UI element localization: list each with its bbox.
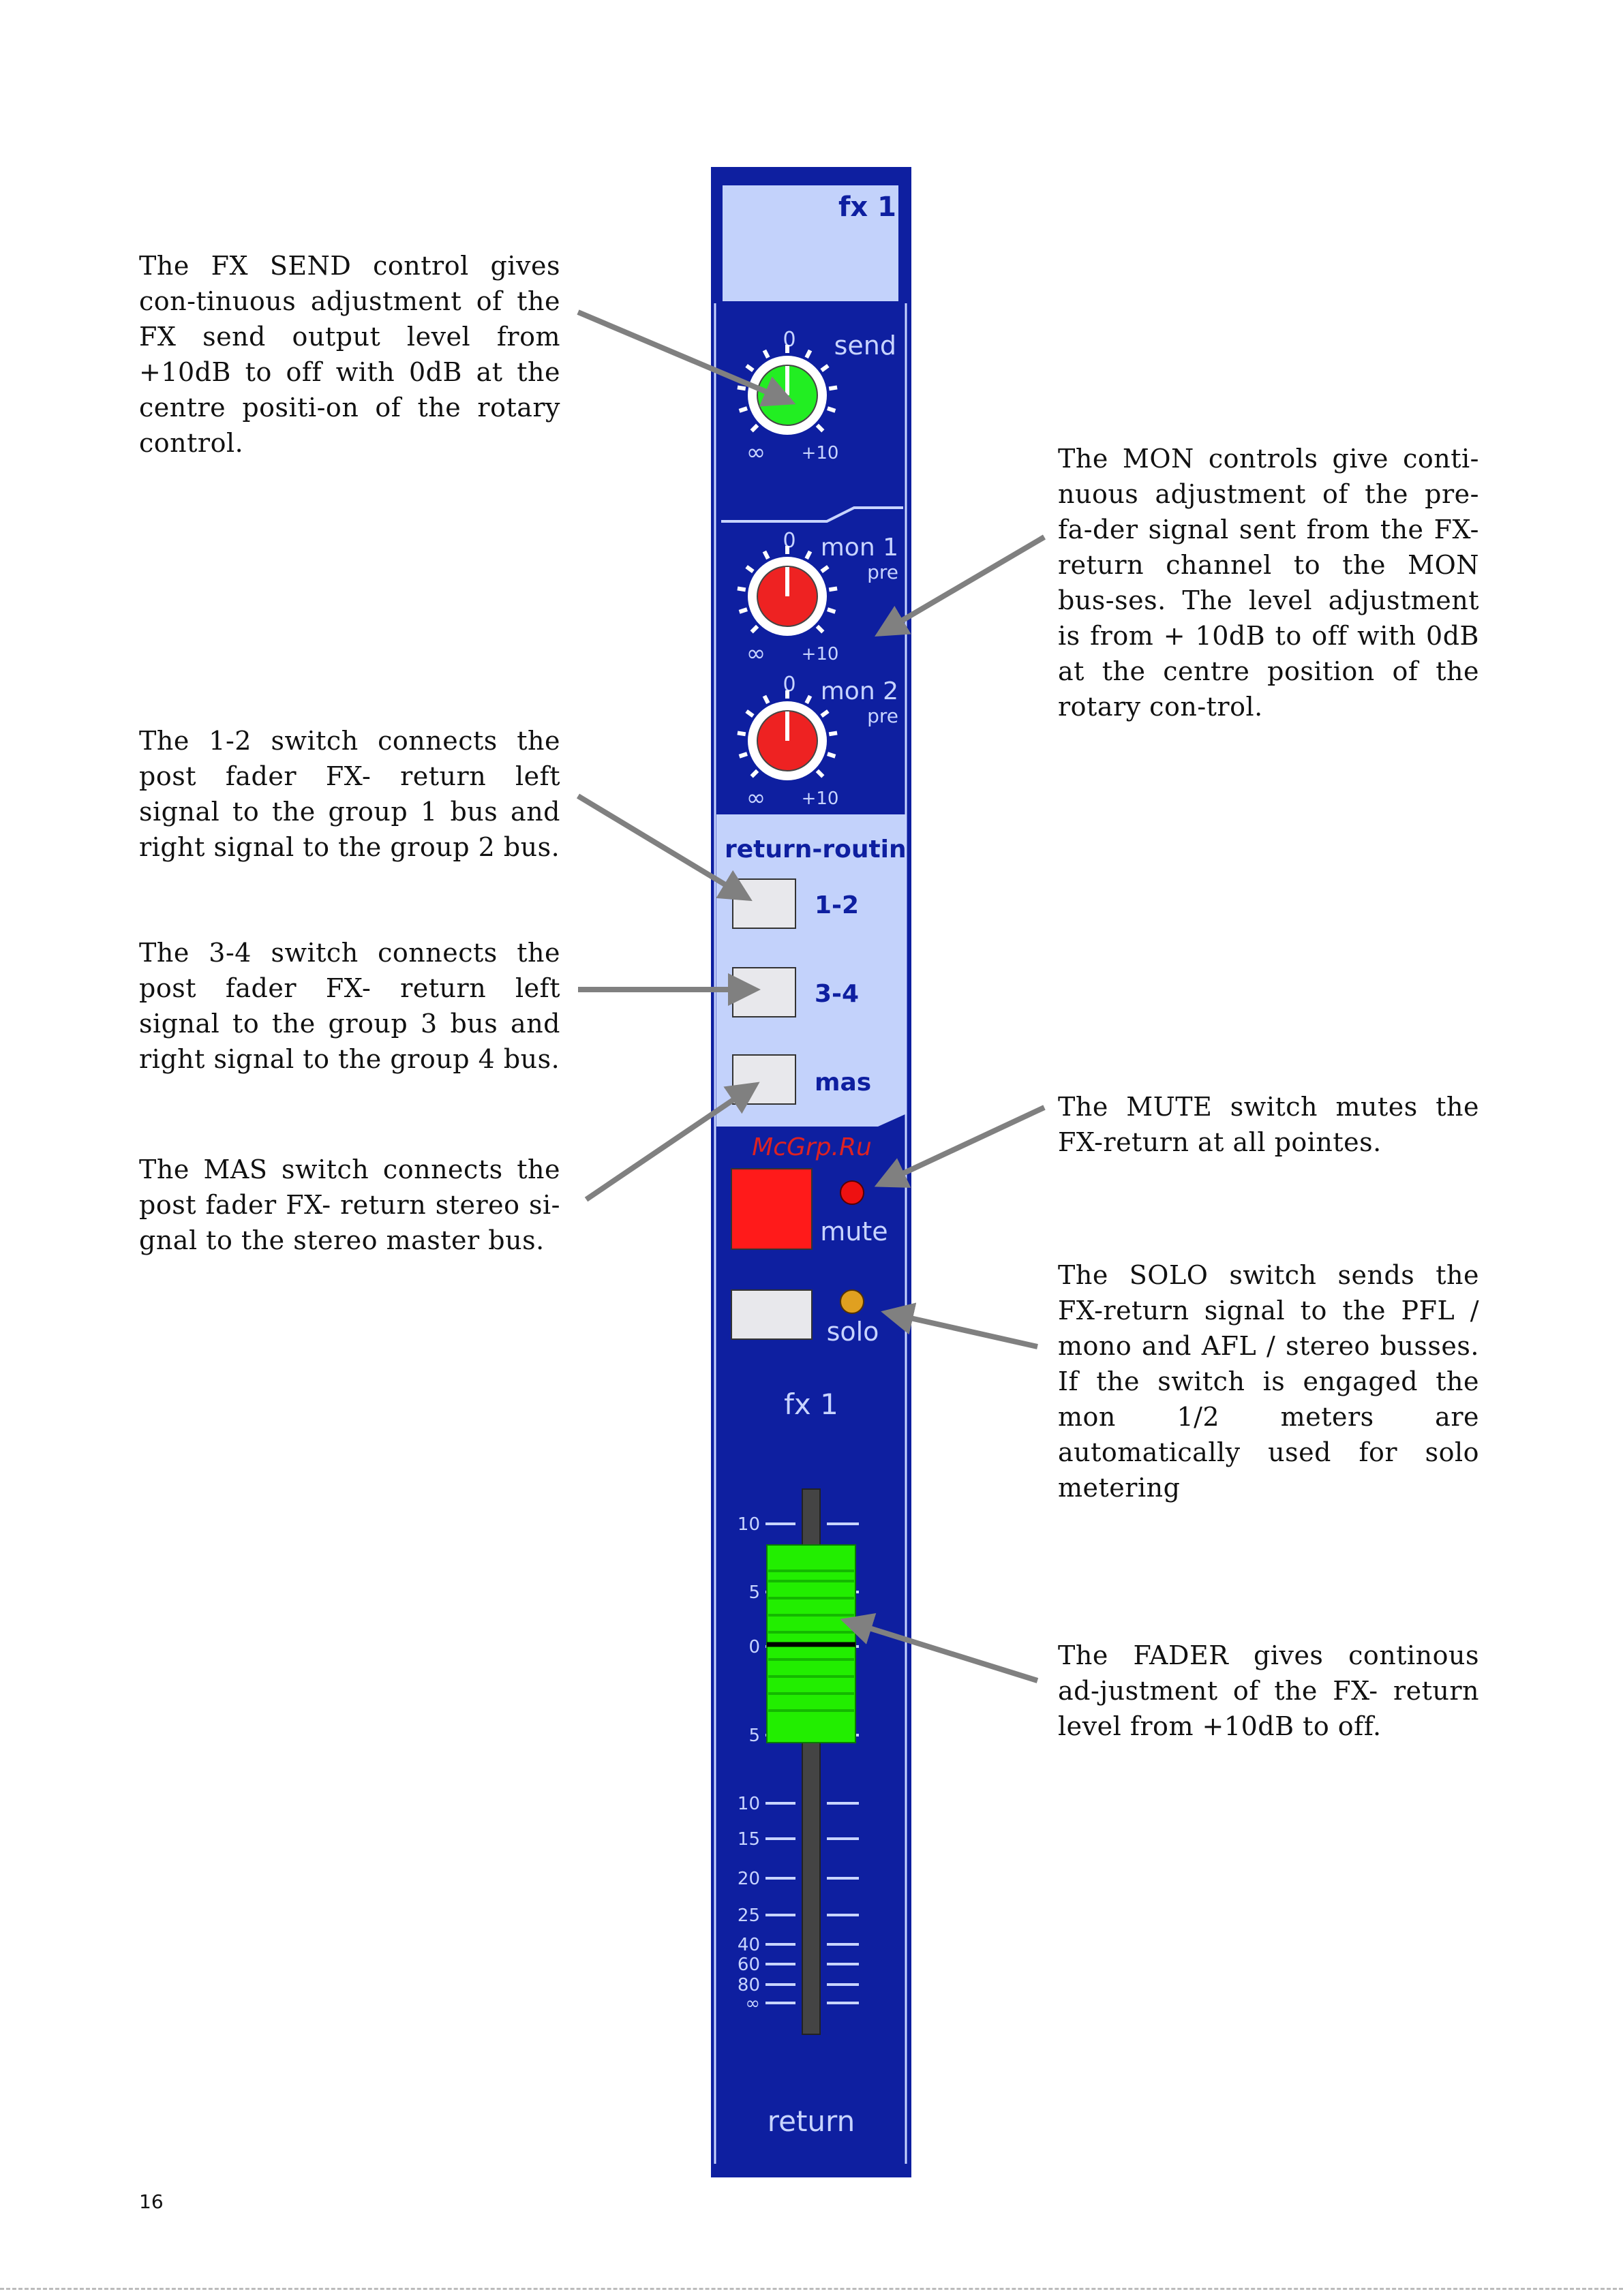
mon1-knob[interactable]: [748, 557, 827, 636]
knob-tick-ring: [737, 690, 838, 778]
fader-scale-label: 25: [738, 1905, 760, 1926]
fader-scale-label: 80: [738, 1975, 760, 1995]
solo-button[interactable]: [731, 1289, 813, 1340]
fader-scale-label: 10: [738, 1794, 760, 1814]
fader-scale-label: 15: [738, 1829, 760, 1850]
switch-34-description: The 3-4 switch connects the post fader F…: [139, 938, 560, 1074]
mon2-knob[interactable]: [748, 701, 827, 780]
fader-scale-label: 60: [738, 1955, 760, 1975]
knob-tick-ring: [737, 546, 838, 634]
channel-strip: fx 1 send 0 ∞ +10 mon 1 pre 0 ∞ +10 mon …: [711, 167, 924, 2177]
solo-label: solo: [827, 1317, 879, 1347]
routing-button-mas[interactable]: [732, 1054, 796, 1105]
mon2-max-label: +10: [802, 789, 839, 809]
fader-description: The FADER gives continous ad-justment of…: [1058, 1640, 1479, 1741]
fader-scale-label: 40: [738, 1935, 760, 1955]
channel-name: fx 1: [784, 1388, 838, 1421]
mute-button[interactable]: [731, 1168, 813, 1250]
fader-scale-label: 20: [738, 1869, 760, 1889]
footer-rule: [0, 2288, 1623, 2290]
mute-description: The MUTE switch mutes the FX-return at a…: [1058, 1092, 1479, 1157]
mon1-min-label: ∞: [746, 640, 765, 667]
mon2-pre-label: pre: [867, 705, 898, 727]
switch-12-description: The 1-2 switch connects the post fader F…: [139, 726, 560, 862]
routing-label-12: 1-2: [815, 891, 859, 919]
page-number: 16: [139, 2190, 164, 2213]
top-label: fx 1: [838, 192, 896, 223]
mon1-max-label: +10: [802, 644, 839, 664]
mon1-label: mon 1: [821, 534, 898, 562]
fx-send-description: The FX SEND control gives con-tinuous ad…: [139, 251, 560, 458]
mon1-pre-label: pre: [867, 561, 898, 583]
fader-scale-label: ∞: [745, 1993, 760, 2014]
routing-button-34[interactable]: [732, 967, 796, 1017]
mute-label: mute: [820, 1216, 888, 1246]
send-max-label: +10: [802, 443, 839, 463]
section-divider: [721, 506, 903, 523]
fader-scale-label: 5: [748, 1726, 760, 1746]
solo-description: The SOLO switch sends the FX-return sign…: [1058, 1260, 1479, 1503]
mon2-min-label: ∞: [746, 784, 765, 812]
mute-led: [840, 1180, 864, 1205]
send-knob[interactable]: [748, 356, 827, 435]
routing-button-12[interactable]: [732, 878, 796, 929]
send-min-label: ∞: [746, 439, 765, 466]
routing-label-34: 3-4: [815, 980, 859, 1008]
top-label-panel: [723, 185, 898, 301]
routing-title: return-routing: [725, 836, 911, 863]
fader-scale-label: 10: [738, 1514, 760, 1535]
routing-label-mas: mas: [815, 1069, 871, 1097]
bottom-label: return: [768, 2104, 855, 2138]
fader-knob[interactable]: [766, 1544, 856, 1743]
mas-description: The MAS switch connects the post fader F…: [139, 1154, 560, 1255]
mon2-label: mon 2: [821, 677, 898, 705]
fader-scale-label: 0: [748, 1637, 760, 1657]
watermark: McGrp.Ru: [752, 1133, 872, 1161]
solo-led: [840, 1289, 864, 1314]
send-label: send: [834, 331, 896, 361]
fader-scale-label: 5: [748, 1582, 760, 1603]
mon-description: The MON controls give conti-nuous adjust…: [1058, 444, 1479, 722]
